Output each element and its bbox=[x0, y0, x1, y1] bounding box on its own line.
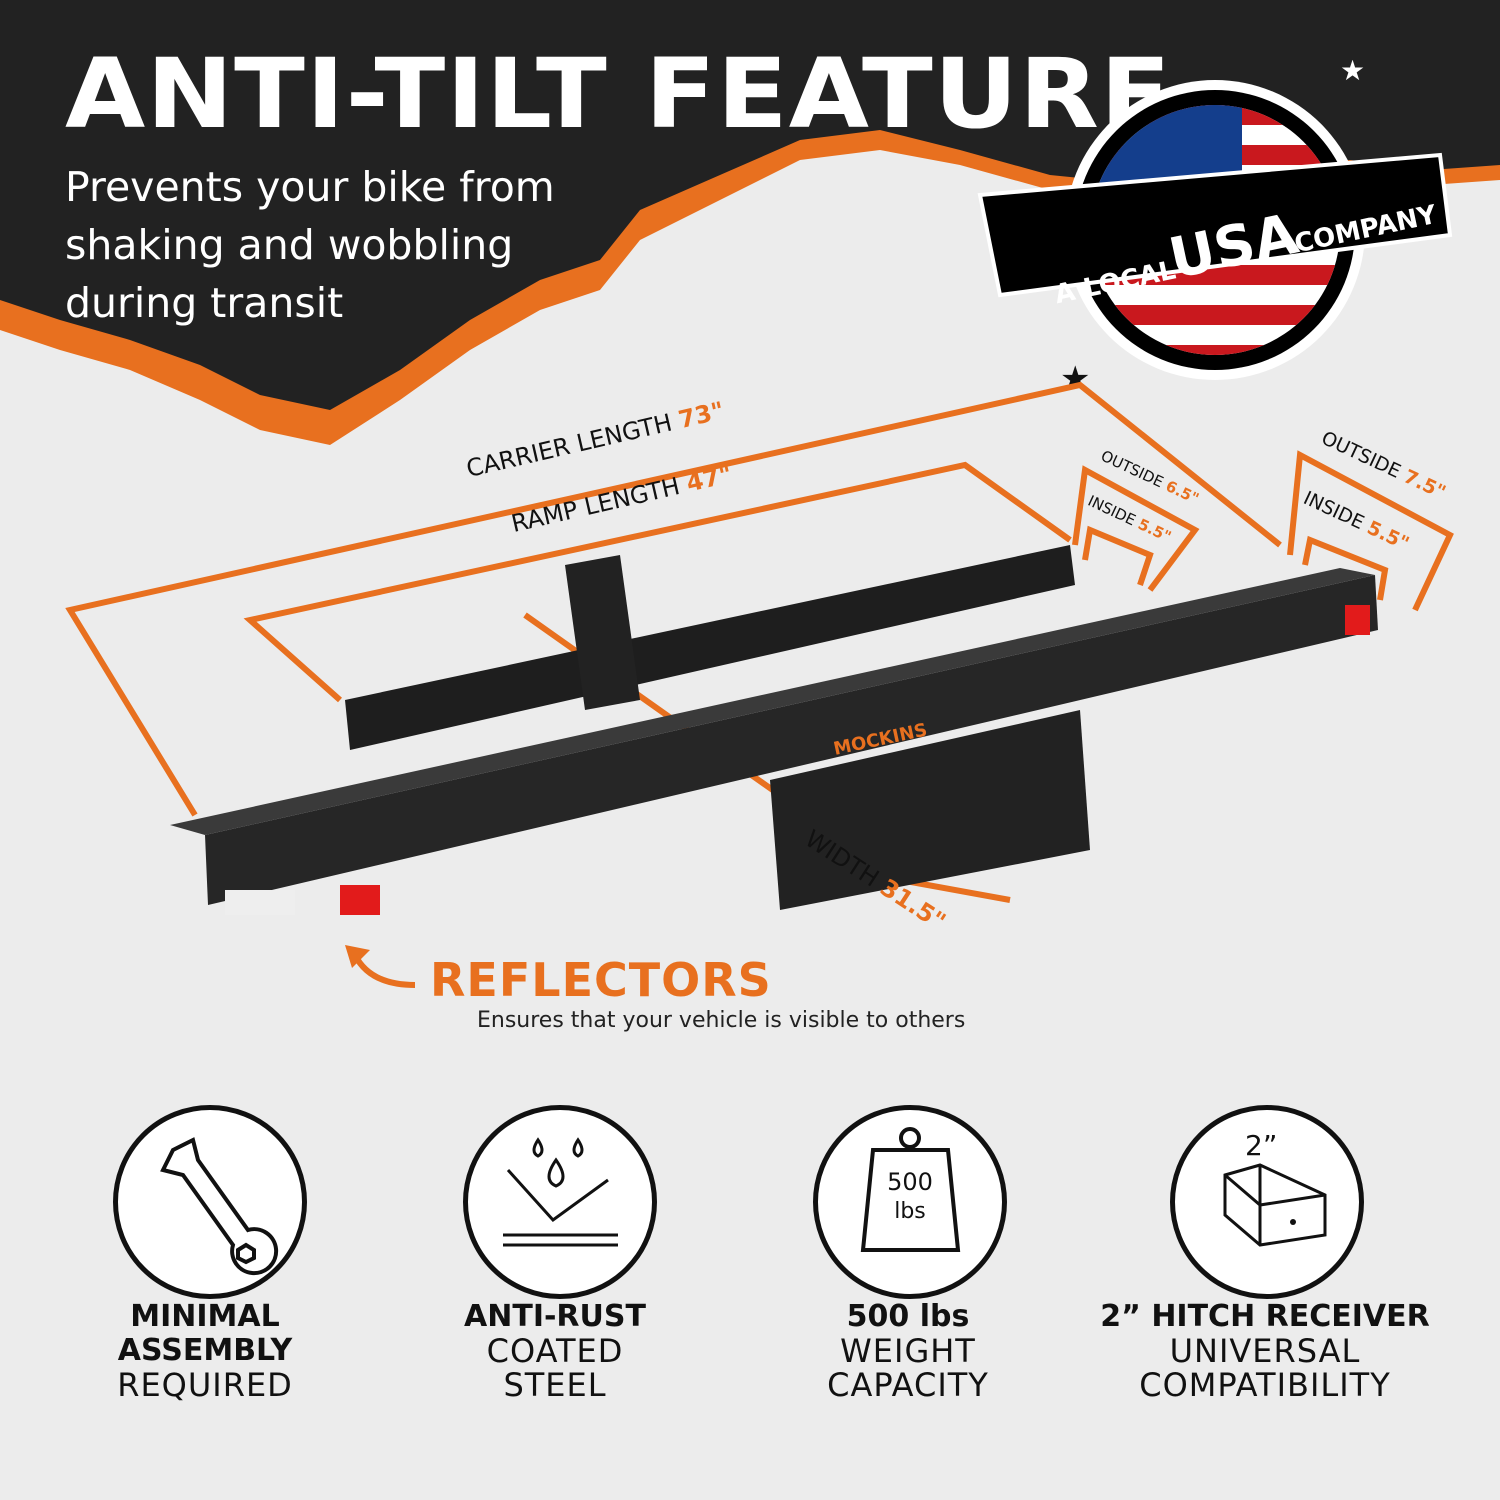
feature-text: REQUIRED bbox=[117, 1366, 293, 1404]
feature-heading: MINIMAL bbox=[130, 1299, 280, 1334]
feature-heading: ASSEMBLY bbox=[117, 1333, 293, 1368]
subtitle-line: shaking and wobbling bbox=[65, 221, 514, 269]
reflector-white bbox=[225, 890, 295, 915]
subtitle-line: Prevents your bike from bbox=[65, 163, 555, 211]
left-inside-bracket bbox=[1082, 525, 1154, 586]
usa-company-badge: A LOCAL USA COMPANY ★ ★ bbox=[977, 60, 1453, 399]
ramp-length-line bbox=[243, 461, 1072, 703]
weight-icon-unit: lbs bbox=[894, 1199, 926, 1224]
water-drops-icon bbox=[463, 1105, 657, 1299]
badge-ribbon bbox=[977, 152, 1453, 298]
reflector-red bbox=[1345, 605, 1370, 635]
feature-text: CAPACITY bbox=[827, 1366, 989, 1404]
right-outside-bracket bbox=[1287, 450, 1454, 612]
feature-heading: 2” HITCH RECEIVER bbox=[1100, 1299, 1430, 1334]
motorcycle-carrier: MOCKINS bbox=[170, 545, 1378, 915]
left-outside-bracket bbox=[1072, 465, 1200, 592]
dark-header bbox=[0, 0, 1500, 410]
weight-icon: 500 lbs bbox=[813, 1105, 1007, 1299]
feature-weight-capacity: 500 lbs WEIGHT CAPACITY bbox=[758, 1299, 1058, 1404]
feature-heading: 500 lbs bbox=[846, 1299, 970, 1334]
feature-heading: ANTI-RUST bbox=[464, 1299, 646, 1334]
feature-hitch-receiver: 2” HITCH RECEIVER UNIVERSAL COMPATIBILIT… bbox=[1100, 1299, 1430, 1404]
feature-text: UNIVERSAL bbox=[1169, 1332, 1361, 1370]
reflector-red bbox=[340, 885, 380, 915]
hitch-tube-icon: 2” bbox=[1170, 1105, 1364, 1299]
reflectors-description: Ensures that your vehicle is visible to … bbox=[477, 1008, 966, 1033]
feature-text: WEIGHT bbox=[840, 1332, 976, 1370]
feature-text: COATED bbox=[486, 1332, 624, 1370]
right-inside-bracket bbox=[1302, 535, 1389, 601]
wrench-icon bbox=[113, 1105, 307, 1299]
arrow-icon bbox=[352, 953, 416, 988]
feature-text: COMPATIBILITY bbox=[1139, 1366, 1391, 1404]
feature-anti-rust: ANTI-RUST COATED STEEL bbox=[405, 1299, 705, 1404]
subtitle: Prevents your bike from shaking and wobb… bbox=[65, 158, 555, 332]
feature-minimal-assembly: MINIMAL ASSEMBLY REQUIRED bbox=[55, 1299, 355, 1404]
hitch-size-label: 2” bbox=[1245, 1129, 1277, 1162]
page-title: ANTI-TILT FEATURE bbox=[65, 38, 1172, 150]
subtitle-line: during transit bbox=[65, 279, 344, 327]
reflectors-title: REFLECTORS bbox=[430, 953, 772, 1007]
feature-text: STEEL bbox=[503, 1366, 607, 1404]
carrier-length-line bbox=[65, 381, 1282, 817]
star-icon: ★ bbox=[1340, 60, 1365, 87]
weight-icon-value: 500 bbox=[887, 1168, 933, 1196]
